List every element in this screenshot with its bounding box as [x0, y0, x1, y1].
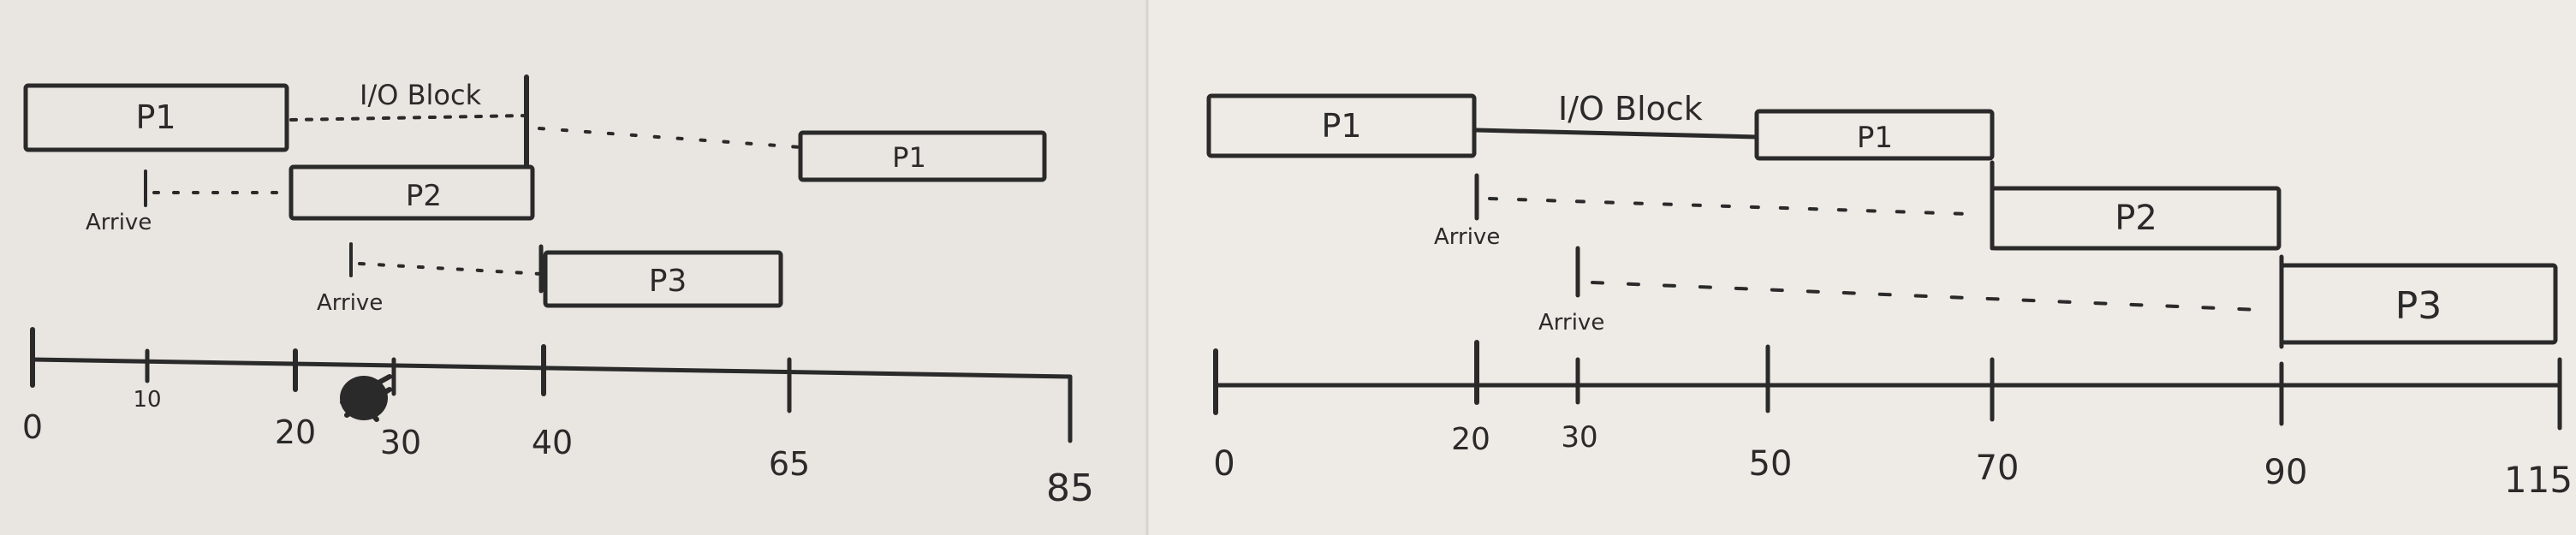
right-io-line	[1474, 128, 1759, 140]
right-io-block-label: I/O Block	[1558, 90, 1703, 128]
left-p3-box	[543, 250, 783, 308]
left-p3-label: P3	[649, 264, 687, 299]
right-tick-label-50: 50	[1749, 444, 1793, 484]
right-p1-box-2	[1754, 109, 1995, 161]
left-tick-label-85: 85	[1046, 467, 1094, 510]
left-tick-label-20: 20	[275, 413, 316, 451]
left-timeline-axis	[30, 357, 1073, 379]
left-tick-label-10: 10	[133, 387, 161, 413]
left-diagram: P1 I/O Block P1 Arrive P2 Arrive P3	[22, 74, 1094, 510]
right-tick-label-70: 70	[1976, 449, 2020, 488]
left-p1-box-2	[798, 130, 1047, 182]
left-p2-label: P2	[406, 179, 442, 213]
left-tick-label-30: 30	[380, 424, 421, 461]
right-tick-label-90: 90	[2264, 453, 2308, 492]
right-p3-label: P3	[2395, 284, 2442, 328]
left-scribble-mark	[340, 374, 392, 422]
right-p2-arrive-label: Arrive	[1434, 224, 1500, 250]
left-io-block-label: I/O Block	[360, 79, 482, 111]
right-tick-label-20: 20	[1451, 422, 1490, 457]
right-tick-label-0: 0	[1213, 444, 1234, 484]
right-p3-box	[2279, 263, 2558, 345]
right-tick-label-115: 115	[2504, 459, 2573, 501]
left-p3-arrive-label: Arrive	[317, 290, 383, 316]
right-p2-wait-dotted-line	[1488, 197, 1971, 216]
right-p3-arrive-label: Arrive	[1538, 310, 1604, 336]
paper-left	[0, 0, 1147, 535]
right-p3-wait-dotted-line	[1591, 281, 2262, 312]
right-p1-label-1: P1	[1321, 107, 1361, 145]
left-tick-label-40: 40	[532, 424, 573, 461]
left-p2-arrive-label: Arrive	[86, 210, 152, 235]
left-p1-label-1: P1	[135, 98, 176, 136]
left-tick-label-0: 0	[22, 408, 43, 446]
right-p1-box-1	[1206, 93, 1477, 158]
left-p1-box-1	[23, 83, 289, 152]
left-p1-label-2: P1	[892, 141, 926, 174]
right-p2-box	[1990, 186, 2282, 251]
left-p2-box	[289, 164, 535, 221]
right-p2-label: P2	[2115, 199, 2157, 238]
right-diagram: P1 I/O Block P1 Arrive P2 Arrive P3	[1206, 90, 2573, 501]
right-p1-label-2: P1	[1857, 121, 1893, 155]
right-tick-label-30: 30	[1561, 420, 1597, 455]
left-tick-label-65: 65	[769, 445, 810, 483]
